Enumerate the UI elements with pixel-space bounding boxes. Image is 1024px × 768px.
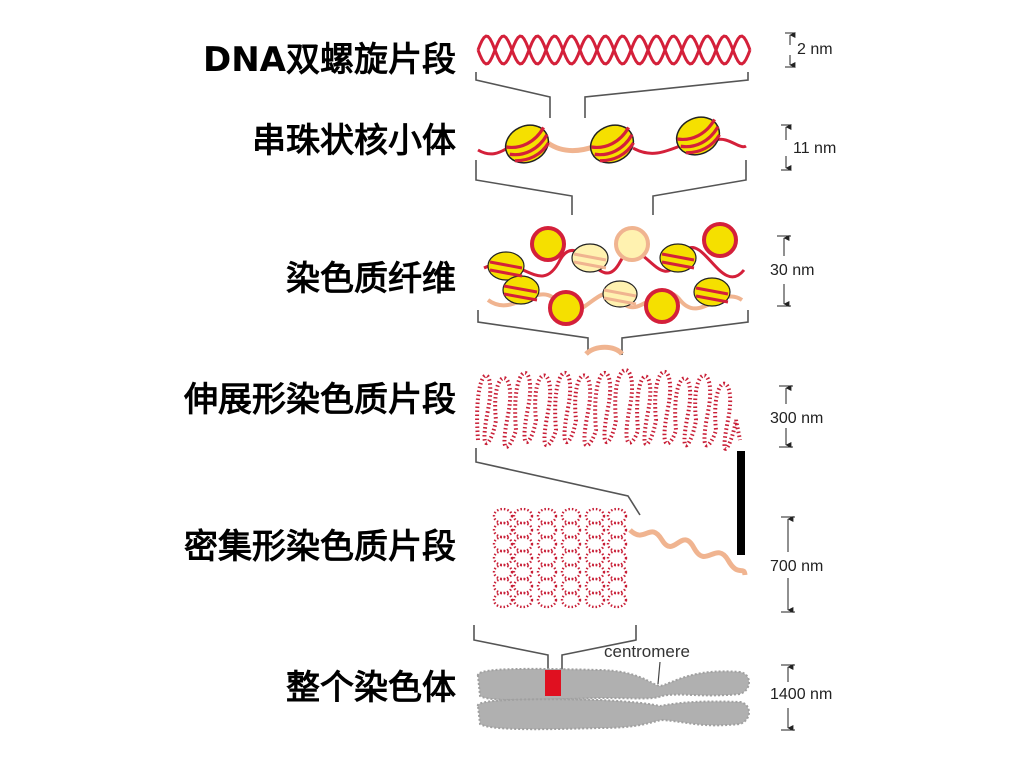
condensed-loop bbox=[512, 521, 534, 539]
condensed-loop bbox=[606, 535, 628, 553]
condensed-loop bbox=[536, 507, 558, 525]
scale-indicator-11nm: 11 nm bbox=[781, 124, 836, 171]
condensed-loop bbox=[584, 563, 606, 581]
condensed-loop bbox=[492, 507, 514, 525]
condensed-loop bbox=[560, 549, 582, 567]
scale-indicator-2nm: 2 nm bbox=[785, 32, 833, 68]
condensed-loop bbox=[560, 507, 582, 525]
zoom-bracket-4 bbox=[475, 448, 641, 516]
condensed-loop bbox=[584, 549, 606, 567]
condensed-chromatin bbox=[492, 507, 748, 609]
extended-chromatin bbox=[475, 344, 742, 451]
level-label-whole-chromosome: 整个染色体 bbox=[286, 668, 456, 708]
condensed-loop bbox=[584, 521, 606, 539]
centromere-label: centromere bbox=[604, 642, 690, 661]
condensed-loop bbox=[512, 563, 534, 581]
svg-text:2 nm: 2 nm bbox=[797, 41, 833, 58]
condensed-loop bbox=[536, 535, 558, 553]
condensed-loop bbox=[536, 591, 558, 609]
dna-double-helix bbox=[476, 34, 752, 66]
condensed-loop bbox=[512, 507, 534, 525]
condensed-loop bbox=[606, 577, 628, 595]
chromatin-fiber bbox=[483, 222, 746, 326]
svg-text:700 nm: 700 nm bbox=[770, 558, 823, 575]
condensed-loop bbox=[560, 577, 582, 595]
condensed-loop bbox=[512, 535, 534, 553]
svg-text:11 nm: 11 nm bbox=[793, 140, 836, 157]
nucleosome-string bbox=[477, 116, 747, 164]
level-label-dna-helix: DNA双螺旋片段 bbox=[203, 40, 456, 80]
svg-text:30 nm: 30 nm bbox=[770, 262, 814, 279]
condensed-loop bbox=[606, 591, 628, 609]
centromere-pointer bbox=[657, 661, 661, 685]
condensed-loop bbox=[584, 507, 606, 525]
scale-indicator-700nm: 700 nm bbox=[770, 516, 823, 613]
condensed-loop bbox=[512, 549, 534, 567]
condensed-loop bbox=[584, 577, 606, 595]
chromosome-band bbox=[545, 670, 561, 696]
nucleosome-bead bbox=[504, 124, 550, 164]
condensed-loop bbox=[512, 591, 534, 609]
condensed-loop bbox=[492, 549, 514, 567]
whole-chromosome: centromere bbox=[477, 642, 750, 731]
condensed-loop bbox=[512, 577, 534, 595]
condensed-loop bbox=[606, 507, 628, 525]
level-label-chromatin-fiber: 染色质纤维 bbox=[286, 259, 456, 299]
condensed-loop bbox=[536, 549, 558, 567]
level-label-condensed-chromatin: 密集形染色质片段 bbox=[184, 527, 456, 567]
scale-indicator-300nm: 300 nm bbox=[770, 385, 823, 448]
condensed-loop bbox=[560, 521, 582, 539]
condensed-loop bbox=[492, 563, 514, 581]
condensed-loop bbox=[606, 563, 628, 581]
zoom-bracket-2 bbox=[475, 160, 747, 215]
level-label-nucleosome: 串珠状核小体 bbox=[252, 121, 456, 161]
condensed-loop bbox=[560, 535, 582, 553]
level-label-extended-chromatin: 伸展形染色质片段 bbox=[184, 380, 456, 420]
condensed-loop bbox=[606, 521, 628, 539]
scale-bar bbox=[737, 451, 745, 555]
condensed-loop bbox=[492, 521, 514, 539]
nucleosome-bead bbox=[589, 124, 635, 164]
condensed-loop bbox=[584, 535, 606, 553]
zoom-bracket-5 bbox=[473, 625, 637, 670]
condensed-loop bbox=[536, 563, 558, 581]
svg-text:1400 nm: 1400 nm bbox=[770, 686, 832, 703]
condensed-loop bbox=[584, 591, 606, 609]
condensed-loop bbox=[492, 591, 514, 609]
condensed-loop bbox=[492, 577, 514, 595]
condensed-loop bbox=[536, 577, 558, 595]
scale-indicator-1400nm: 1400 nm bbox=[770, 664, 832, 731]
zoom-bracket-1 bbox=[475, 72, 749, 118]
condensed-loop bbox=[536, 521, 558, 539]
nucleosome-bead bbox=[675, 116, 721, 156]
condensed-loop bbox=[560, 563, 582, 581]
zoom-bracket-3 bbox=[477, 310, 749, 355]
condensed-loop bbox=[606, 549, 628, 567]
svg-text:300 nm: 300 nm bbox=[770, 410, 823, 427]
condensed-loop bbox=[560, 591, 582, 609]
scale-indicator-30nm: 30 nm bbox=[770, 235, 814, 307]
condensed-loop bbox=[492, 535, 514, 553]
